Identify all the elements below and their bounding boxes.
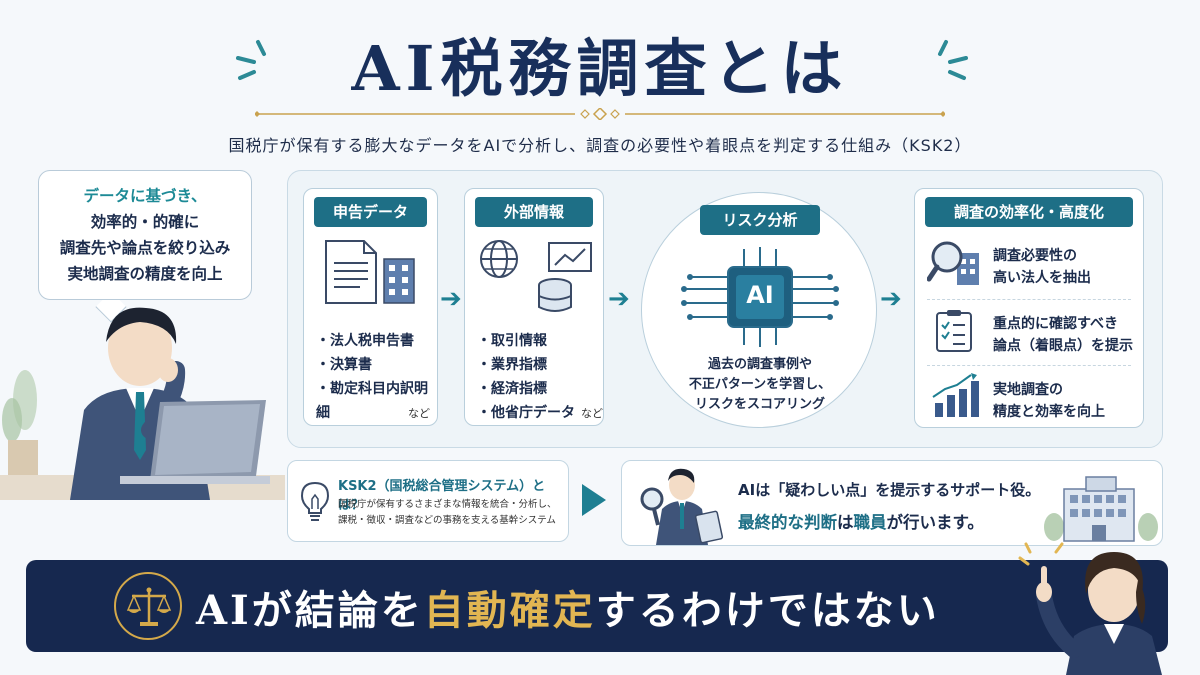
list-item: ・取引情報 — [477, 333, 547, 349]
ai-role-line2: 最終的な判断は職員が行います。 — [738, 509, 984, 533]
banner-text: AIが結論を自動確定するわけではない — [196, 578, 940, 636]
card-title: 調査の効率化・高度化 — [925, 197, 1133, 227]
subtitle: 国税庁が保有する膨大なデータをAIで分析し、調査の必要性や着眼点を判定する仕組み… — [228, 136, 972, 155]
outcome-line: 実地調査の — [993, 382, 1063, 398]
lightbulb-icon — [300, 481, 330, 521]
speech-bubble: データに基づき、 効率的・的確に 調査先や論点を絞り込み 実地調査の精度を向上 — [38, 170, 252, 300]
bubble-line: 効率的・的確に — [90, 213, 200, 231]
document-building-icon — [325, 240, 415, 304]
bubble-line: 実地調査の精度を向上 — [67, 265, 223, 283]
ksk2-desc-line: 課税・徴収・調査などの事務を支える基幹システム — [338, 515, 556, 526]
outcome-line: 精度と効率を向上 — [993, 404, 1105, 420]
ksk2-desc-line: 国税庁が保有するさまざまな情報を統合・分析し、 — [338, 499, 557, 510]
emphasis-text: 職員 — [853, 513, 887, 532]
outcome-line: 調査必要性の — [993, 248, 1077, 264]
divider — [927, 365, 1131, 366]
outcome-line: 高い法人を抽出 — [993, 270, 1091, 286]
bubble-line: データに基づき、 — [83, 187, 207, 205]
play-arrow-icon — [582, 484, 606, 516]
card-title: 外部情報 — [475, 197, 593, 227]
divider — [927, 299, 1131, 300]
card-shinkoku-data: 申告データ ・法人税申告書 ・決算書 ・勘定科目内訳明細 など — [303, 188, 438, 426]
page-title: AI税務調査とは — [351, 32, 849, 105]
sparkle-right-icon — [938, 40, 968, 80]
banner-part: AIが結論を — [196, 587, 424, 634]
ai-chip-label: AI — [746, 281, 774, 309]
list-item: ・業界指標 — [477, 357, 547, 373]
sparkle-left-icon — [236, 40, 266, 80]
list-item: ・決算書 — [316, 357, 372, 373]
circle-text-line: 過去の調査事例や — [707, 357, 812, 372]
list-suffix: など — [581, 407, 603, 420]
checklist-icon — [936, 310, 972, 352]
bar-chart-icon — [932, 373, 979, 417]
office-building-icon — [1044, 476, 1158, 542]
list-item: ・法人税申告書 — [316, 333, 414, 349]
banner-part: するわけではない — [595, 587, 940, 634]
ai-chip-icon — [681, 247, 839, 347]
circle-text-line: 不正パターンを学習し、 — [688, 377, 832, 392]
flow-arrow-icon: ➔ — [608, 284, 630, 314]
scale-badge — [114, 572, 182, 640]
flow-arrow-icon: ➔ — [440, 284, 462, 314]
outcome-line: 論点（着眼点）を提示 — [993, 338, 1133, 354]
list-item: ・勘定科目内訳明細 — [316, 381, 428, 421]
magnifier-building-icon — [927, 241, 979, 285]
card-title: 申告データ — [314, 197, 427, 227]
text: が行います。 — [886, 513, 984, 532]
outcome-line: 重点的に確認すべき — [993, 316, 1119, 332]
flow-arrow-icon: ➔ — [880, 284, 902, 314]
risk-analysis-circle: リスク分析 AI 過去の調査事例や 不正パターンを学習し、 リスクをスコアリング — [641, 192, 877, 428]
scales-of-justice-icon — [126, 587, 172, 626]
conclusion-banner: AIが結論を自動確定するわけではない — [26, 560, 1168, 652]
card-gaibu-info: 外部情報 ・取引情報 ・業界指標 ・経済指標 ・他省庁データ など — [464, 188, 604, 426]
ksk2-info-card: KSK2（国税総合管理システム）とは？ 国税庁が保有するさまざまな情報を統合・分… — [287, 460, 569, 542]
globe-chart-database-icon — [480, 240, 592, 312]
ai-role-card: AIは「疑わしい点」を提示するサポート役。 最終的な判断は職員が行います。 — [621, 460, 1163, 546]
ksk2-title: KSK2（国税総合管理システム）とは？ — [338, 479, 546, 513]
list-item: ・経済指標 — [477, 381, 547, 397]
woman-pointing-illustration — [1018, 542, 1162, 675]
list-suffix: など — [408, 407, 430, 420]
emphasis-text: 最終的な判断 — [738, 513, 837, 532]
man-with-laptop-illustration — [0, 307, 285, 500]
inspector-illustration — [640, 468, 724, 545]
circle-text-line: リスクをスコアリング — [694, 397, 825, 412]
list-item: ・他省庁データ — [477, 405, 575, 421]
ai-role-line1: AIは「疑わしい点」を提示するサポート役。 — [738, 481, 1041, 499]
card-efficiency: 調査の効率化・高度化 調査必要性の 高い法人を抽出 重点的に確認すべき 論点（着… — [914, 188, 1144, 428]
text: は — [837, 513, 854, 532]
banner-emphasis: 自動確定 — [423, 587, 596, 634]
title-divider — [255, 108, 945, 120]
circle-title: リスク分析 — [700, 205, 820, 235]
bubble-line: 調査先や論点を絞り込み — [59, 239, 231, 257]
